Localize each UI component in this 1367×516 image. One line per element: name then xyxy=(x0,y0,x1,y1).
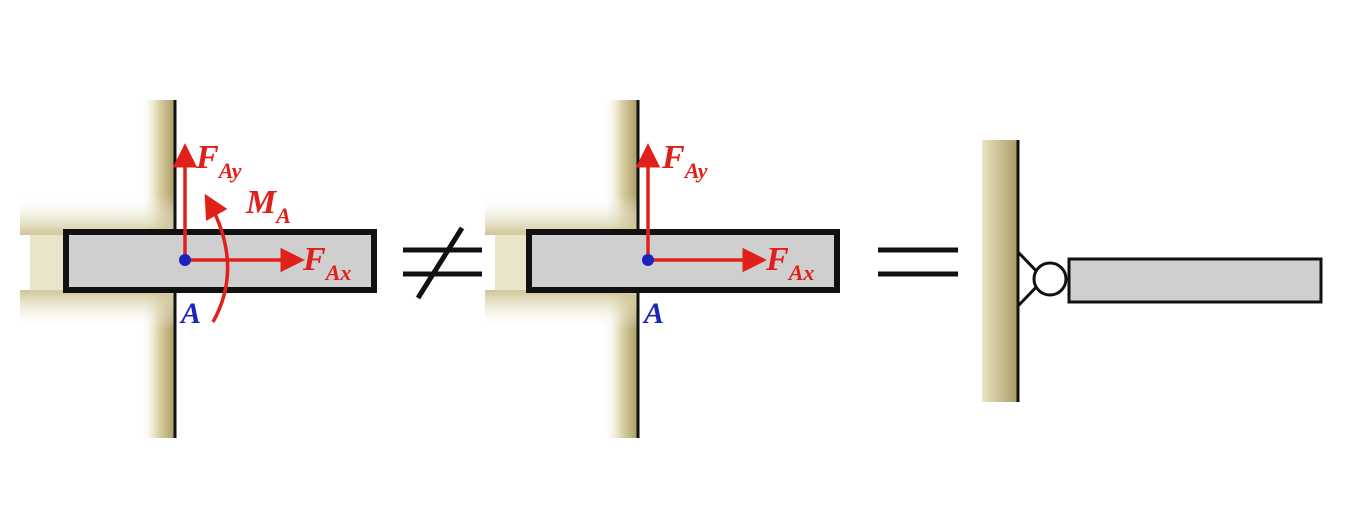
panel-pin-support-forces: FAy FAx A xyxy=(485,100,840,438)
panel-pin-support-symbol xyxy=(982,140,1323,402)
label-point-a: A xyxy=(179,297,201,330)
equal-sign: = xyxy=(878,247,958,277)
panel-fixed-support: FAy MA FAx A xyxy=(20,100,377,438)
not-equal-sign: ≠ xyxy=(403,226,482,300)
moment-arrow-ma xyxy=(204,193,230,323)
beam xyxy=(1067,257,1323,304)
label-fay: FAy xyxy=(195,139,242,183)
label-point-a: A xyxy=(642,297,664,330)
label-fay: FAy xyxy=(661,139,708,183)
label-ma: MA xyxy=(245,184,291,228)
label-fax: FAx xyxy=(765,241,814,285)
point-a-dot xyxy=(642,254,654,266)
label-fax: FAx xyxy=(302,241,351,285)
point-a-dot xyxy=(179,254,191,266)
wall-shading xyxy=(982,140,1018,402)
pin-circle xyxy=(1032,261,1068,297)
